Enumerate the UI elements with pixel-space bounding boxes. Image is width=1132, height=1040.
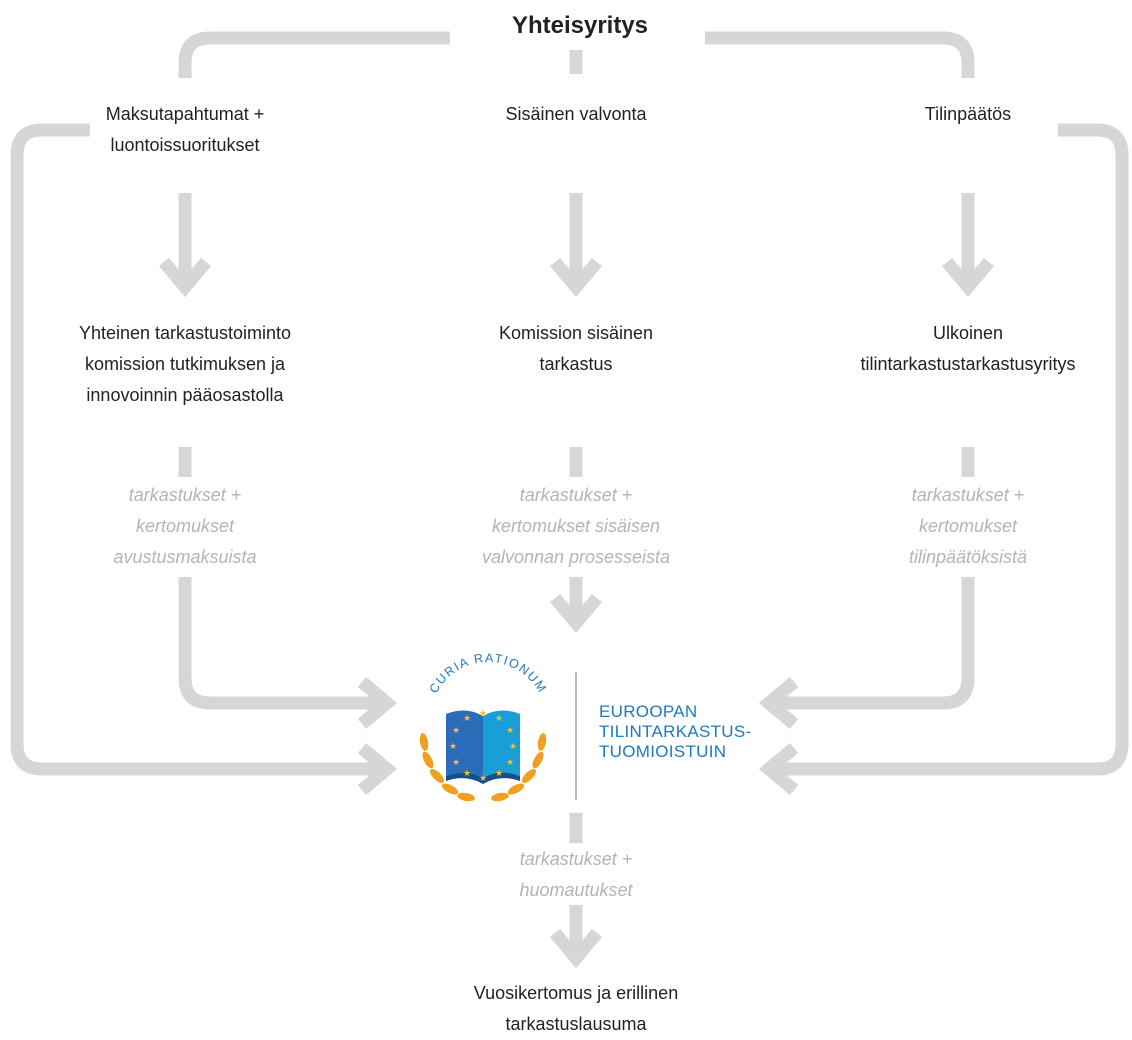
right-output-to-eca [771, 577, 975, 710]
svg-text:★: ★ [452, 758, 460, 768]
stars-icon: ★ ★ ★ ★ ★ ★ ★ ★ ★ ★ ★ ★ [449, 709, 517, 784]
laurel-icon [419, 733, 547, 802]
right-down-arrowhead [942, 257, 994, 298]
top-connector-right [705, 31, 975, 78]
svg-text:★: ★ [509, 742, 517, 752]
final-down-arrowhead [550, 928, 602, 969]
svg-text:★: ★ [479, 774, 487, 784]
svg-text:★: ★ [506, 726, 514, 736]
middle-to-eca-arrowhead [550, 593, 602, 634]
left-down-arrowhead [159, 257, 211, 298]
svg-text:★: ★ [463, 714, 471, 724]
bypass-connector-right [771, 123, 1129, 776]
diagram-title: Yhteisyritys [511, 12, 649, 39]
eca-motto-text: CURIA RATIONUM [426, 651, 549, 696]
top-connector-left [178, 31, 450, 78]
svg-text:★: ★ [495, 714, 503, 724]
svg-text:★: ★ [452, 726, 460, 736]
svg-text:★: ★ [495, 769, 503, 779]
right-source-label: Tilinpäätös [924, 104, 1012, 124]
eca-output-note: tarkastukset +huomautukset [519, 849, 633, 900]
left-output-to-eca [178, 577, 385, 710]
book-icon [446, 710, 520, 784]
middle-source-label: Sisäinen valvonta [505, 104, 647, 124]
svg-text:★: ★ [463, 769, 471, 779]
eca-emblem: CURIA RATIONUM ★ ★ ★ ★ ★ ★ ★ ★ [419, 651, 549, 802]
left-right-arrowhead-upper [357, 677, 398, 729]
right-left-arrowhead-upper [758, 677, 799, 729]
right-left-arrowhead-lower [758, 743, 799, 795]
svg-text:★: ★ [449, 742, 457, 752]
svg-text:★: ★ [506, 758, 514, 768]
bypass-connector-left [10, 123, 385, 776]
svg-text:★: ★ [479, 709, 487, 719]
middle-down-arrowhead [550, 257, 602, 298]
left-right-arrowhead-lower [357, 743, 398, 795]
left-source-label: Maksutapahtumat +luontoissuoritukset [105, 104, 265, 155]
